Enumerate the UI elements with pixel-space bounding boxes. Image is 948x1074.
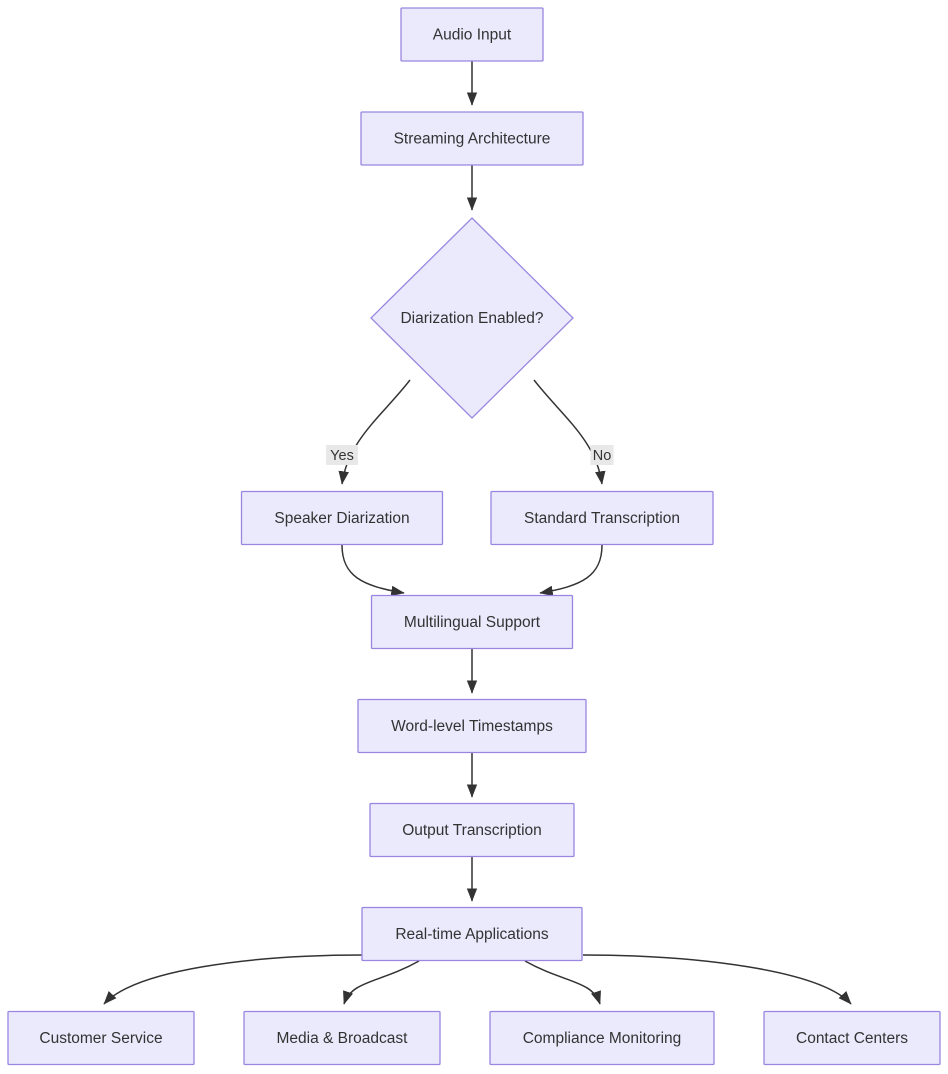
node-standard_transcription[interactable]: Standard Transcription: [490, 490, 714, 546]
edge-diarization_enabled-to-standard_transcription: [533, 379, 606, 485]
edge-realtime_applications-to-compliance_monitoring: [524, 960, 601, 1005]
node-label: Word-level Timestamps: [391, 718, 553, 735]
edge-label-e3: Yes: [326, 445, 358, 465]
edge-label-text: No: [593, 448, 612, 464]
node-label: Streaming Architecture: [394, 131, 551, 148]
edge-label-text: Yes: [330, 448, 354, 464]
node-shape-rect: [243, 1010, 441, 1066]
node-label: Audio Input: [433, 27, 512, 44]
node-shape-rect: [763, 1010, 941, 1066]
node-shape-rect: [7, 1010, 195, 1066]
edge-labels-layer: Yes No: [326, 445, 614, 465]
edge-label-background: [326, 445, 358, 465]
node-label: Real-time Applications: [395, 926, 549, 943]
edge-label-e4: No: [590, 445, 614, 465]
node-output_transcription[interactable]: Output Transcription: [369, 802, 575, 858]
node-contact_centers[interactable]: Contact Centers: [763, 1010, 941, 1066]
node-media_broadcast[interactable]: Media & Broadcast: [243, 1010, 441, 1066]
node-word_level_timestamps[interactable]: Word-level Timestamps: [357, 698, 587, 754]
node-label: Output Transcription: [402, 822, 542, 839]
node-label: Speaker Diarization: [274, 510, 409, 527]
node-compliance_monitoring[interactable]: Compliance Monitoring: [489, 1010, 715, 1066]
node-diarization_enabled[interactable]: Diarization Enabled?: [370, 217, 574, 419]
node-multilingual_support[interactable]: Multilingual Support: [370, 594, 574, 650]
node-audio_input[interactable]: Audio Input: [400, 7, 544, 62]
node-label: Media & Broadcast: [277, 1030, 409, 1047]
edge-label-background: [590, 445, 614, 465]
edge-diarization_enabled-to-speaker_diarization: [338, 379, 411, 485]
edge-speaker_diarization-to-multilingual_support: [341, 544, 405, 597]
edges-layer: [103, 61, 852, 1005]
node-label: Multilingual Support: [404, 614, 541, 631]
node-speaker_diarization[interactable]: Speaker Diarization: [240, 490, 444, 546]
node-shape-diamond: [370, 217, 574, 419]
node-label: Compliance Monitoring: [523, 1030, 682, 1047]
node-label: Diarization Enabled?: [400, 310, 543, 327]
edge-standard_transcription-to-multilingual_support: [539, 544, 603, 597]
node-label: Contact Centers: [796, 1030, 908, 1047]
node-shape-rect: [369, 802, 575, 858]
node-shape-rect: [489, 1010, 715, 1066]
node-shape-rect: [400, 7, 544, 62]
node-shape-rect: [240, 490, 444, 546]
edge-realtime_applications-to-media_broadcast: [343, 960, 420, 1005]
edge-realtime_applications-to-customer_service: [103, 954, 364, 1005]
node-realtime_applications[interactable]: Real-time Applications: [361, 906, 583, 962]
edge-realtime_applications-to-contact_centers: [582, 954, 852, 1005]
node-streaming_architecture[interactable]: Streaming Architecture: [360, 111, 584, 166]
node-customer_service[interactable]: Customer Service: [7, 1010, 195, 1066]
node-shape-rect: [361, 906, 583, 962]
node-label: Standard Transcription: [524, 510, 680, 527]
node-shape-rect: [370, 594, 574, 650]
node-shape-rect: [360, 111, 584, 166]
node-shape-rect: [490, 490, 714, 546]
node-shape-rect: [357, 698, 587, 754]
node-label: Customer Service: [39, 1030, 162, 1047]
